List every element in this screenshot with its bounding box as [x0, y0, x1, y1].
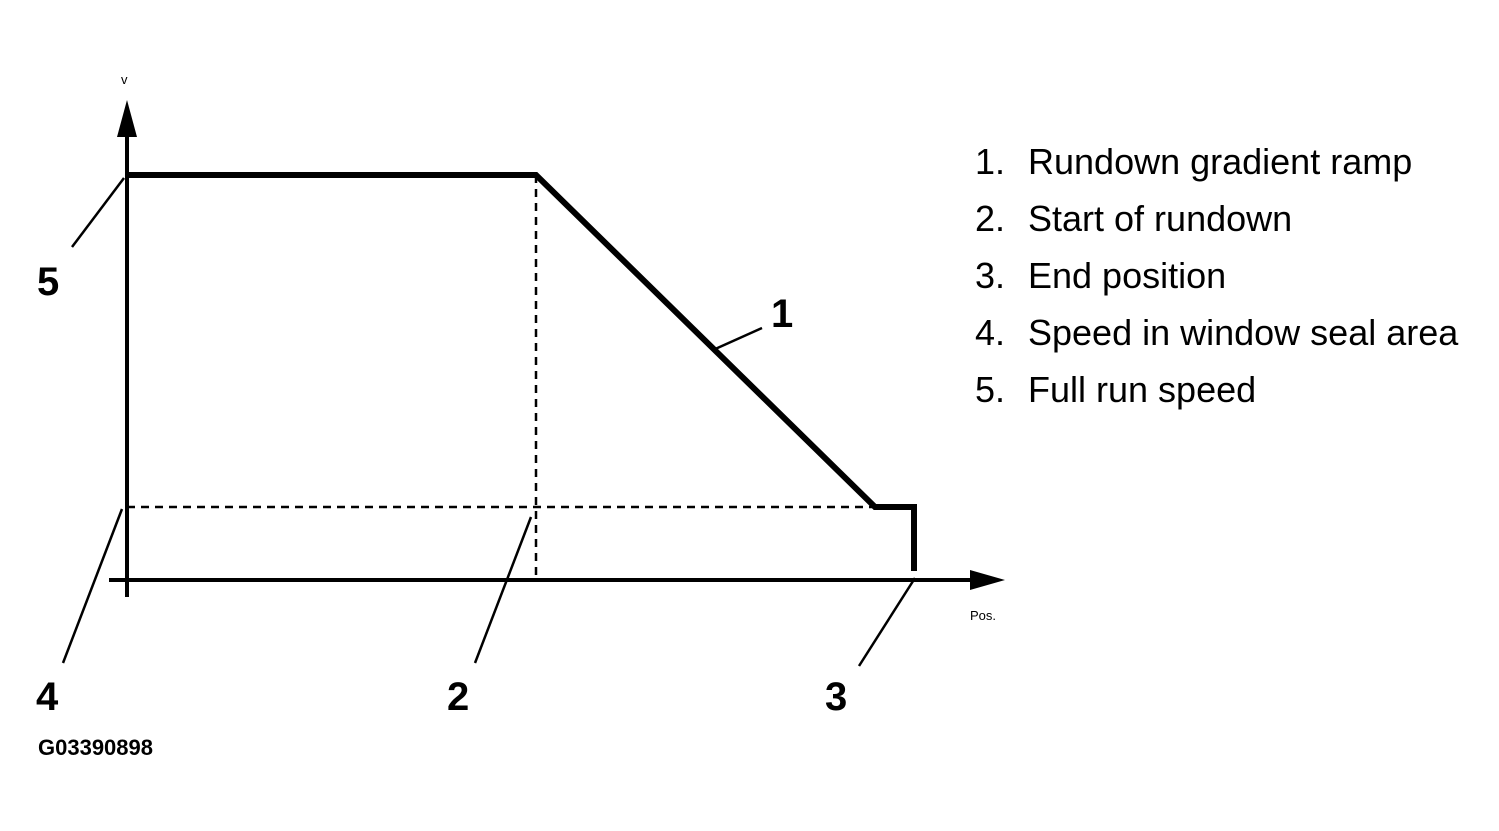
leader-line-4	[61, 508, 124, 664]
legend-text: Rundown gradient ramp	[1028, 141, 1413, 182]
callout-1: 1	[771, 292, 793, 336]
callout-2: 2	[447, 675, 469, 719]
callout-3: 3	[825, 675, 847, 719]
legend-number: 1.	[975, 141, 1006, 182]
legend-item-2: 2. Start of rundown	[975, 197, 1458, 254]
leader-line-1	[712, 326, 763, 352]
leader-line-2	[473, 516, 533, 664]
legend-text: Speed in window seal area	[1028, 312, 1459, 353]
leader-line-3	[857, 577, 917, 667]
y-axis-label: v	[121, 72, 128, 87]
leader-line-5	[71, 177, 125, 248]
legend-number: 4.	[975, 312, 1006, 353]
legend-item-4: 4. Speed in window seal area	[975, 311, 1458, 368]
figure-id: G03390898	[38, 735, 153, 760]
legend-item-5: 5. Full run speed	[975, 368, 1458, 425]
legend-text: Start of rundown	[1028, 198, 1293, 239]
legend-text: Full run speed	[1028, 369, 1257, 410]
legend: 1. Rundown gradient ramp 2. Start of run…	[975, 140, 1458, 425]
speed-profile-curve	[127, 172, 917, 571]
legend-number: 3.	[975, 255, 1006, 296]
y-axis-arrowhead	[117, 100, 137, 137]
legend-number: 2.	[975, 198, 1006, 239]
x-axis-label: Pos.	[970, 608, 996, 623]
callout-4: 4	[36, 675, 59, 719]
callout-5: 5	[37, 260, 59, 304]
legend-number: 5.	[975, 369, 1006, 410]
legend-text: End position	[1028, 255, 1227, 296]
legend-item-3: 3. End position	[975, 254, 1458, 311]
legend-item-1: 1. Rundown gradient ramp	[975, 140, 1458, 197]
x-axis-arrowhead	[970, 570, 1005, 590]
